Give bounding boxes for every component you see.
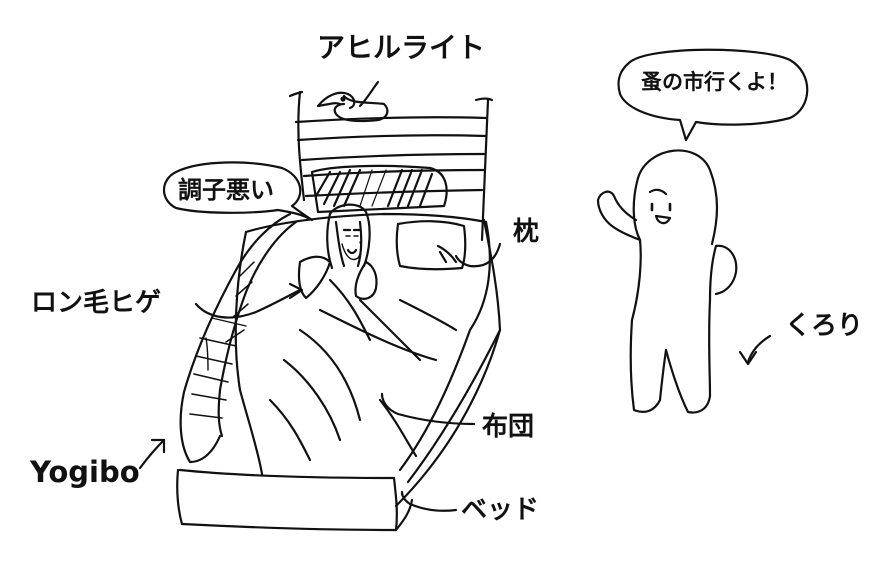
yogibo [179, 212, 298, 464]
label-yogibo: Yogibo [30, 455, 140, 489]
bed-arrow [400, 490, 458, 512]
beard-arrow [194, 288, 302, 319]
speech-bubble-left [162, 161, 314, 222]
bed-frame [176, 218, 502, 532]
label-pillow: 枕 [513, 217, 540, 247]
yogibo-arrow [138, 438, 166, 470]
sleeping-person [297, 203, 378, 300]
pillow-arrow [454, 242, 502, 268]
speech-text-right: 蚤の市行くよ！ [641, 70, 788, 94]
yogibo-arrowhead [150, 438, 166, 454]
headboard [288, 90, 494, 242]
futon-arrow [380, 392, 476, 426]
kurori-arrowhead [738, 350, 758, 366]
label-kurori: くろり [785, 311, 864, 341]
speech-bubble-right [617, 48, 809, 142]
label-futon: 布団 [482, 412, 535, 442]
kurori-character [596, 149, 738, 414]
pillow [395, 220, 467, 271]
label-bed: ベッド [461, 495, 540, 525]
kurori-arrow [746, 334, 772, 364]
duck-light-icon [316, 91, 389, 123]
speech-text-left: 調子悪い [178, 176, 274, 204]
label-duck-light: アヒルライト [317, 31, 486, 64]
label-long-hair-beard: ロン毛ヒゲ [31, 288, 162, 318]
duck-arrow [358, 80, 380, 108]
beard-arrowhead [288, 282, 304, 300]
back-panel [310, 164, 448, 214]
